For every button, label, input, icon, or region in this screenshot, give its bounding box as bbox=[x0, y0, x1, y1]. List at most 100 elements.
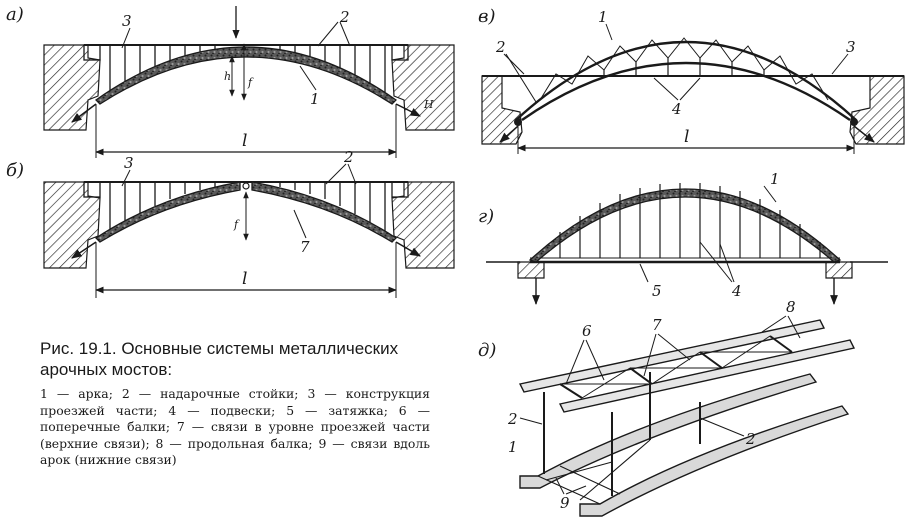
panel-a-label-span: l bbox=[242, 131, 247, 151]
panel-v: в) 1 2 3 4 l bbox=[478, 6, 905, 154]
panel-v-right-abutment bbox=[849, 75, 905, 145]
panel-d-letter: д) bbox=[478, 340, 496, 361]
panel-g-label-1: 1 bbox=[770, 170, 780, 188]
panel-v-thrust-right bbox=[853, 125, 875, 143]
panel-a-label-H: H bbox=[423, 98, 434, 111]
panel-d-leader-2a bbox=[519, 417, 543, 425]
panel-a-leader-2a bbox=[317, 21, 339, 47]
panel-v-label-2: 2 bbox=[495, 38, 506, 56]
panel-a-leader-3 bbox=[121, 27, 131, 49]
panel-d-leader-6b bbox=[585, 339, 605, 381]
panel-g-leader-4b bbox=[719, 243, 735, 283]
panel-a-label-2: 2 bbox=[339, 8, 350, 26]
panel-d-leader-6a bbox=[565, 339, 585, 385]
panel-d-label-2a: 2 bbox=[507, 410, 518, 428]
panel-b-letter: б) bbox=[6, 160, 24, 181]
panel-d: д) bbox=[478, 298, 856, 517]
panel-a-label-h: h bbox=[224, 70, 231, 83]
panel-b-spandrel-posts bbox=[109, 182, 386, 232]
panel-v-leader-4a bbox=[653, 77, 679, 101]
panel-d-label-9: 9 bbox=[560, 494, 570, 512]
panel-g-leader-5 bbox=[639, 263, 649, 283]
panel-g-label-4: 4 bbox=[731, 282, 742, 300]
panel-v-label-1: 1 bbox=[598, 8, 608, 26]
panel-a-spandrel-posts bbox=[109, 45, 386, 92]
panel-a-label-f: f bbox=[247, 76, 254, 89]
panel-b-deck-edge-right bbox=[391, 181, 409, 198]
panel-g-hangers bbox=[559, 183, 821, 258]
panel-d-deck-beam-front bbox=[518, 319, 826, 393]
panel-d-label-1: 1 bbox=[508, 438, 518, 456]
panel-d-deck-beam-back bbox=[558, 339, 856, 413]
panel-d-leader-8b bbox=[787, 315, 801, 339]
panel-a-deck-edge-right bbox=[391, 44, 409, 61]
panel-g-arch bbox=[528, 188, 842, 263]
panel-g-letter: г) bbox=[478, 206, 494, 227]
panel-b-left-abutment bbox=[43, 181, 101, 269]
panel-g-leader-4a bbox=[699, 241, 733, 283]
panel-d-cross-beams bbox=[559, 335, 793, 399]
panel-v-hangers bbox=[603, 58, 765, 76]
panel-g: г) 1 5 4 bbox=[478, 170, 888, 305]
panel-d-arch-rib-front bbox=[519, 373, 818, 489]
panel-v-label-3: 3 bbox=[846, 38, 856, 56]
panel-d-label-7: 7 bbox=[652, 316, 662, 334]
caption-legend: 1 — арка; 2 — надарочные стойки; 3 — кон… bbox=[40, 386, 430, 467]
panel-b-arch-right bbox=[251, 181, 398, 243]
panel-d-posts bbox=[543, 372, 701, 496]
panel-d-leader-9a bbox=[555, 477, 565, 495]
figure-caption: Рис. 19.1. Основные системы металлически… bbox=[40, 338, 430, 469]
panel-b-arch-left bbox=[94, 181, 241, 243]
panel-b-label-3: 3 bbox=[124, 154, 134, 172]
panel-d-leader-7b bbox=[657, 333, 691, 361]
panel-b-deck-edge-left bbox=[83, 181, 101, 198]
panel-d-label-6: 6 bbox=[582, 322, 592, 340]
panel-a-left-abutment bbox=[43, 44, 101, 131]
panel-b: б) 3 2 7 f l bbox=[6, 148, 455, 298]
panel-d-upper-bracing bbox=[560, 335, 792, 399]
panel-v-arch-truss-web bbox=[539, 37, 829, 101]
panel-b-thrust-left bbox=[71, 241, 97, 259]
panel-b-crown-hinge bbox=[242, 182, 250, 190]
panel-d-leader-2b bbox=[699, 417, 745, 437]
panel-v-arch-bottom-chord bbox=[521, 61, 851, 121]
panel-v-leader-1 bbox=[605, 23, 613, 41]
panel-v-thrust-left bbox=[499, 125, 519, 143]
panel-a-arch bbox=[94, 46, 398, 105]
panel-a-label-3: 3 bbox=[122, 12, 132, 30]
panel-d-label-2b: 2 bbox=[745, 430, 756, 448]
panel-b-leader-2a bbox=[325, 163, 347, 185]
panel-v-leader-3 bbox=[831, 53, 849, 75]
caption-title: Рис. 19.1. Основные системы металлически… bbox=[40, 339, 399, 379]
panel-g-right-support bbox=[825, 261, 853, 279]
panel-a-letter: а) bbox=[6, 4, 24, 25]
panel-a: а) bbox=[6, 4, 455, 158]
panel-a-thrust-right bbox=[395, 103, 421, 117]
panel-g-leader-1 bbox=[763, 185, 777, 203]
panel-d-leader-9b bbox=[565, 485, 587, 495]
panel-v-letter: в) bbox=[478, 6, 496, 27]
panel-b-label-f: f bbox=[233, 218, 240, 231]
panel-v-arch-top-chord bbox=[515, 40, 857, 121]
panel-b-thrust-right bbox=[395, 241, 421, 257]
panel-a-label-1: 1 bbox=[310, 90, 320, 108]
panel-g-label-5: 5 bbox=[652, 282, 662, 300]
panel-d-label-8: 8 bbox=[786, 298, 796, 316]
panel-v-leader-2b bbox=[505, 53, 537, 103]
panel-a-deck-edge-left bbox=[83, 44, 101, 61]
panel-b-leader-7 bbox=[293, 209, 307, 239]
panel-v-label-4: 4 bbox=[671, 100, 682, 118]
panel-v-left-abutment bbox=[481, 75, 523, 145]
panel-d-leader-8a bbox=[761, 315, 787, 333]
panel-a-right-abutment bbox=[391, 44, 455, 131]
panel-a-leader-1 bbox=[299, 65, 317, 91]
panel-v-label-span: l bbox=[684, 127, 689, 147]
panel-b-label-span: l bbox=[242, 269, 247, 289]
panel-d-arch-rib-back bbox=[579, 405, 850, 517]
panel-v-leader-4b bbox=[679, 77, 701, 101]
panel-a-thrust-left bbox=[71, 103, 97, 123]
panel-a-leader-2b bbox=[339, 21, 351, 47]
panel-d-leader-7a bbox=[643, 333, 657, 377]
panel-b-label-2: 2 bbox=[343, 148, 354, 166]
panel-v-leader-2a bbox=[503, 53, 525, 75]
